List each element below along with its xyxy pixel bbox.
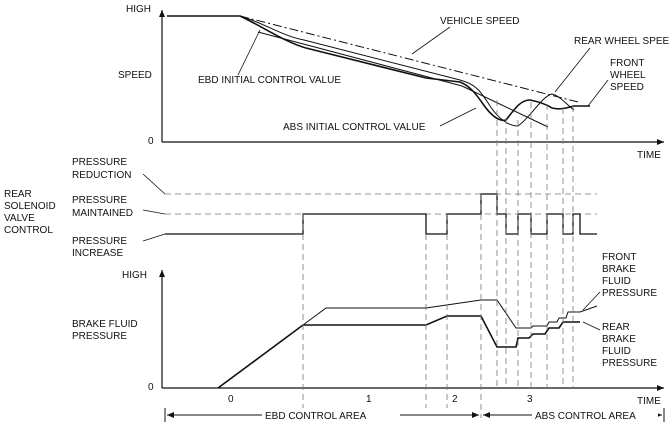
front-wheel-speed-curve xyxy=(167,15,590,122)
ebd-initial-control-line xyxy=(257,31,463,87)
increase-leader xyxy=(142,233,166,242)
pressure-time-label: TIME xyxy=(637,396,661,407)
maintained-leader xyxy=(142,209,166,215)
phase-3-label: 3 xyxy=(527,394,533,405)
vehicle-speed-line xyxy=(239,15,579,103)
maintained-label-2: MAINTAINED xyxy=(72,208,133,219)
ebd-initial-leader xyxy=(237,29,261,76)
speed-time-label: TIME xyxy=(637,150,661,161)
rear-wheel-speed-leader xyxy=(554,47,591,93)
rear-brake-label-4: PRESSURE xyxy=(602,358,657,369)
abs-initial-leader xyxy=(439,107,477,127)
valve-panel: REAR SOLENOID VALVE CONTROL PRESSURE RED… xyxy=(4,157,597,259)
phase-row: 0 1 2 3 EBD CONTROL AREA ABS CONTROL ARE… xyxy=(164,394,665,422)
reduction-label-2: REDUCTION xyxy=(72,170,131,181)
pressure-high-label: HIGH xyxy=(122,270,147,281)
front-brake-leader xyxy=(582,291,601,311)
abs-initial-control-line xyxy=(461,85,549,128)
valve-title-1: REAR xyxy=(4,189,32,200)
valve-control-signal xyxy=(165,193,597,235)
pressure-axis-label-1: BRAKE FLUID xyxy=(72,319,138,330)
abs-area-label: ABS CONTROL AREA xyxy=(535,411,636,422)
phase-1-label: 1 xyxy=(366,394,372,405)
speed-panel: HIGH SPEED 0 TIME VEHICLE SPEED REAR WHE… xyxy=(118,4,670,161)
rear-wheel-speed-label: REAR WHEEL SPEED xyxy=(574,36,670,47)
rear-brake-leader xyxy=(582,321,601,331)
abs-initial-label: ABS INITIAL CONTROL VALUE xyxy=(283,122,426,133)
maintained-label-1: PRESSURE xyxy=(72,195,127,206)
front-brake-label-2: BRAKE xyxy=(602,264,636,275)
ebd-initial-label: EBD INITIAL CONTROL VALUE xyxy=(198,75,341,86)
vehicle-speed-label: VEHICLE SPEED xyxy=(440,16,519,27)
pressure-zero-label: 0 xyxy=(148,382,154,393)
abs-area-label-bg xyxy=(532,408,658,421)
front-brake-label-3: FLUID xyxy=(602,276,631,287)
valve-title-4: CONTROL xyxy=(4,225,53,236)
phase-0-label: 0 xyxy=(228,394,234,405)
reduction-label-1: PRESSURE xyxy=(72,157,127,168)
phase-2-label: 2 xyxy=(452,394,458,405)
front-wheel-speed-leader xyxy=(587,79,609,107)
phase-dividers xyxy=(302,100,574,418)
pressure-axis-label-2: PRESSURE xyxy=(72,331,127,342)
speed-zero-label: 0 xyxy=(148,136,154,147)
rear-brake-label-1: REAR xyxy=(602,322,630,333)
rear-brake-pressure-curve xyxy=(217,315,580,389)
front-brake-pressure-curve xyxy=(217,299,598,389)
valve-title-3: VALVE xyxy=(4,213,35,224)
front-brake-label-1: FRONT xyxy=(602,252,636,263)
increase-label-2: INCREASE xyxy=(72,248,123,259)
rear-brake-label-3: FLUID xyxy=(602,346,631,357)
vehicle-speed-leader xyxy=(411,26,451,55)
reduction-leader xyxy=(142,173,166,195)
rear-wheel-speed-curve xyxy=(167,15,575,127)
rear-brake-label-2: BRAKE xyxy=(602,334,636,345)
front-brake-label-4: PRESSURE xyxy=(602,288,657,299)
pressure-panel: HIGH BRAKE FLUID PRESSURE 0 TIME FRONT B… xyxy=(72,252,664,407)
valve-title-2: SOLENOID xyxy=(4,201,56,212)
front-wheel-speed-label-1: FRONT xyxy=(610,58,644,69)
front-wheel-speed-label-2: WHEEL xyxy=(610,70,646,81)
ebd-area-label-bg xyxy=(262,408,400,421)
speed-axis-label: SPEED xyxy=(118,70,152,81)
increase-label-1: PRESSURE xyxy=(72,236,127,247)
ebd-area-label: EBD CONTROL AREA xyxy=(265,411,367,422)
front-wheel-speed-label-3: SPEED xyxy=(610,82,644,93)
speed-high-label: HIGH xyxy=(126,4,151,15)
